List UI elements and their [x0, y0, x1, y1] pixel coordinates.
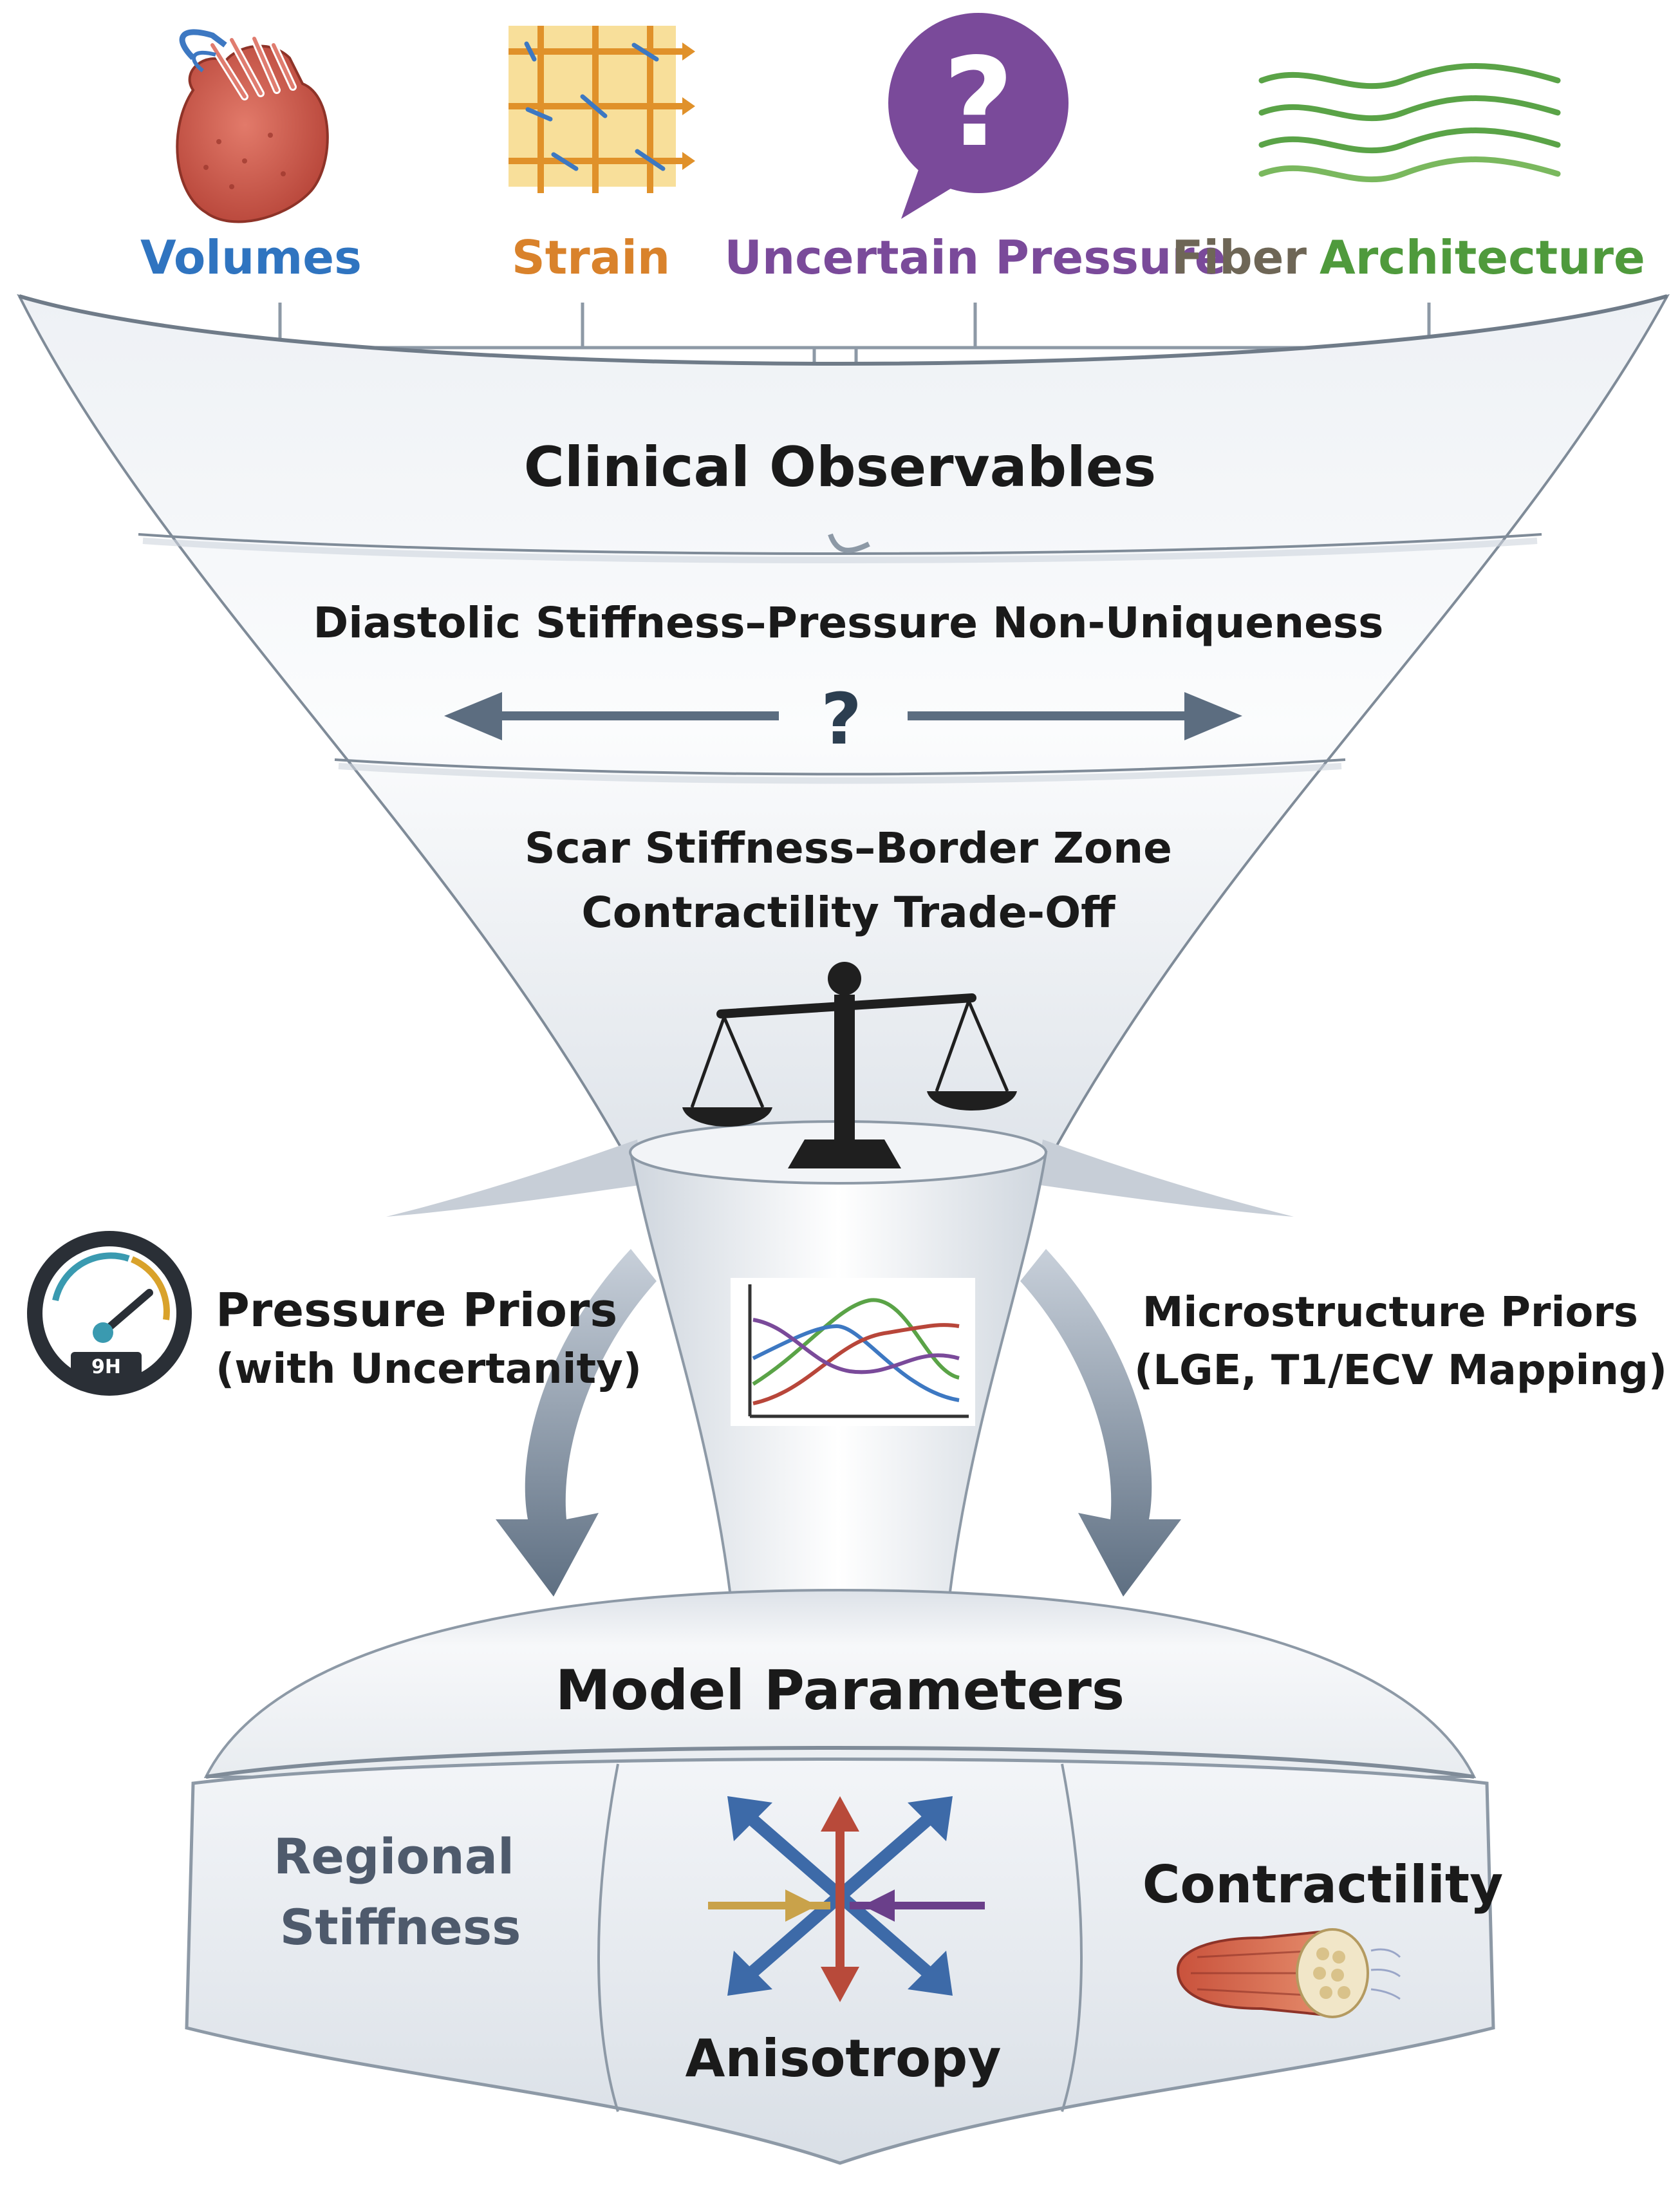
- microstructure-priors-line2: (LGE, T1/ECV Mapping): [1134, 1347, 1667, 1394]
- regional-stiffness-line2: Stiffness: [280, 1899, 521, 1956]
- gauge-readout: 9H: [91, 1356, 121, 1378]
- contractility-label: Contractility: [1143, 1855, 1504, 1915]
- scar-tradeoff-line1: Scar Stiffness–Border Zone: [525, 823, 1172, 873]
- diastolic-tradeoff-label: Diastolic Stiffness–Pressure Non-Uniquen…: [313, 598, 1384, 648]
- volumes-label: Volumes: [140, 230, 362, 285]
- regional-stiffness-line1: Regional: [274, 1828, 514, 1885]
- scar-tradeoff-line2: Contractility Trade-Off: [581, 888, 1116, 937]
- double-arrow-icon: [444, 692, 1242, 740]
- model-parameters-title: Model Parameters: [555, 1658, 1125, 1723]
- anisotropy-arrows-icon: [708, 1796, 985, 2002]
- balance-scale-icon: [682, 962, 1017, 1168]
- architecture-label: Architecture: [1320, 230, 1645, 285]
- diastolic-question-symbol: ?: [821, 678, 862, 760]
- microstructure-priors-line1: Microstructure Priors: [1143, 1289, 1638, 1336]
- curves-chart-icon: [731, 1278, 975, 1426]
- gauge-icon: 9H: [27, 1231, 192, 1396]
- uncertain-pressure-symbol: ?: [943, 32, 1014, 174]
- funnel-body: [17, 294, 1670, 1167]
- muscle-fiber-icon: [1176, 1928, 1401, 2018]
- fiber-label: Fiber: [1171, 230, 1307, 285]
- strain-label: Strain: [512, 230, 670, 285]
- heart-icon: [176, 29, 329, 223]
- funnel-fins: [386, 1139, 1294, 1217]
- pressure-priors-line2: (with Uncertanity): [216, 1345, 642, 1393]
- strain-grid-icon: [509, 26, 695, 193]
- flow-arrows: [496, 1249, 1181, 1597]
- uncertain-pressure-label: Uncertain Pressure: [724, 230, 1226, 285]
- fiber-wave-icon: [1258, 63, 1561, 183]
- question-bubble-icon: ?: [888, 13, 1069, 219]
- anisotropy-label: Anisotropy: [686, 2029, 1002, 2088]
- clinical-observables-label: Clinical Observables: [524, 435, 1156, 500]
- pressure-priors-line1: Pressure Priors: [216, 1283, 617, 1337]
